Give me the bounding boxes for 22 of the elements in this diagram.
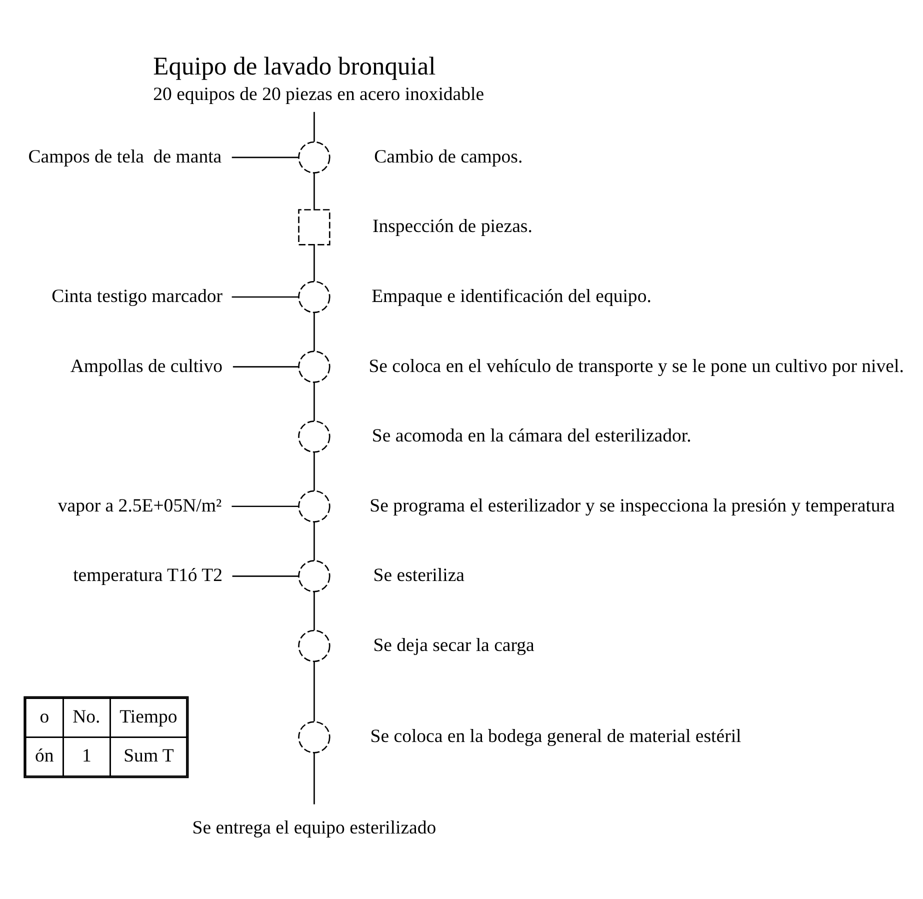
label: Tiempo [120, 706, 178, 728]
label: 1 [82, 745, 92, 766]
node-label: Empaque e identificación del equipo. [372, 285, 652, 306]
node-text: Se entrega el equipo esterilizado [192, 816, 436, 838]
node-text: temperatura T1ó T2 [73, 564, 222, 586]
label: No. [72, 706, 100, 728]
node-label: Cambio de campos. [374, 146, 523, 167]
label: ón [35, 745, 54, 766]
node-text: Ampollas de cultivo [70, 355, 223, 376]
node-label: Se programa el esterilizador y se inspecciona la presión y temperatura [370, 494, 895, 516]
node-text: Equipo de lavado bronquial 20 equipos de 20 piezas en acero inoxidable [153, 50, 484, 104]
node-label: Se coloca en la bodega general de material estéril [370, 726, 742, 747]
node-label: Inspección de piezas. [372, 216, 532, 237]
label: o [40, 706, 50, 728]
node-label: Se acomoda en la cámara del esterilizador. [372, 425, 692, 446]
node-text: Cinta testigo marcador [52, 285, 223, 306]
node-text: Campos de tela de manta [28, 146, 222, 167]
label: Sum T [124, 745, 174, 766]
node-label: Se esteriliza [373, 564, 464, 586]
node-label: Se coloca en el vehículo de transporte y se le pone un cultivo por nivel. [368, 355, 904, 376]
node-label: Se deja secar la carga [373, 634, 534, 656]
node-text: vapor a 2.5E+05N/m² [58, 494, 222, 516]
